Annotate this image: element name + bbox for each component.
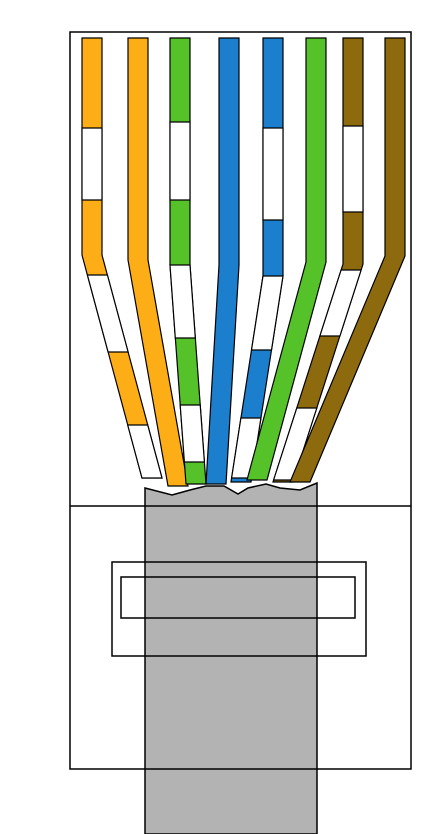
wire-white-blue-white-band-1 <box>262 127 284 221</box>
clamp-inner <box>120 576 356 619</box>
wire-white-brown-white-band-2 <box>319 269 362 337</box>
wire-brown <box>289 37 406 483</box>
wire-white-green <box>169 37 207 485</box>
wire-blue <box>205 37 240 485</box>
wire-white-orange-body <box>81 37 163 479</box>
rj45-plug-outline <box>69 31 412 770</box>
wire-group <box>81 37 406 487</box>
wire-white-orange-white-band-3 <box>126 424 163 479</box>
wire-white-brown-white-band-1 <box>342 125 364 213</box>
wire-brown-body <box>289 37 406 483</box>
wire-blue-body <box>205 37 240 485</box>
wire-white-green-white-band-1 <box>169 121 191 201</box>
wire-green <box>246 37 327 481</box>
plug-body <box>69 31 412 770</box>
wire-orange <box>127 37 189 487</box>
wire-white-brown <box>272 37 364 483</box>
wire-white-blue <box>230 37 284 483</box>
wire-white-green-white-band-2 <box>169 264 196 339</box>
cable-jacket <box>144 481 318 834</box>
wire-white-orange-white-band-1 <box>81 127 103 201</box>
wire-white-orange-white-band-2 <box>86 274 129 353</box>
wire-white-blue-white-band-2 <box>250 275 284 351</box>
wire-white-orange <box>81 37 163 479</box>
cable-clamp <box>111 561 367 657</box>
wire-white-green-white-band-3 <box>179 404 206 463</box>
wire-green-body <box>246 37 327 481</box>
clamp-outer <box>111 561 367 657</box>
wire-orange-body <box>127 37 189 487</box>
